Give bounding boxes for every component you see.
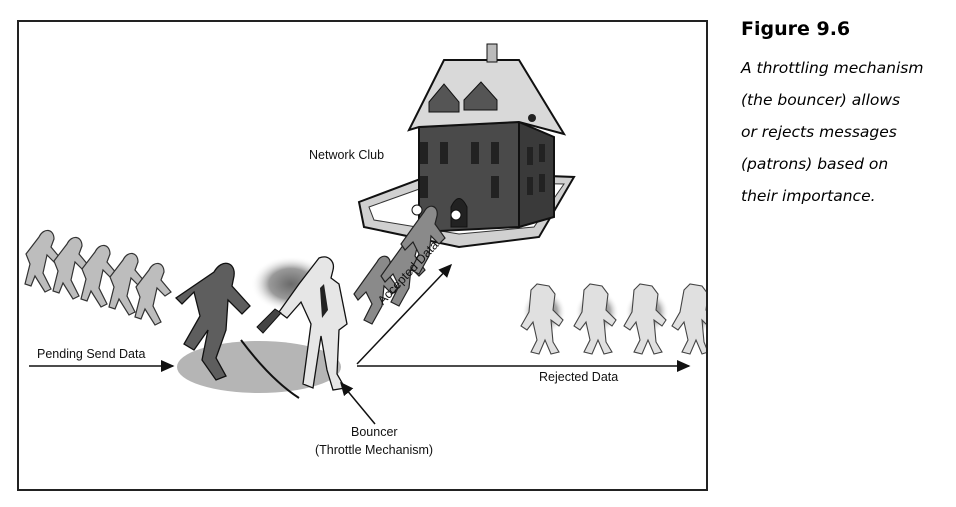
diagram-canvas [24, 43, 706, 425]
bouncer-scene [174, 256, 348, 399]
pending-data-figures [24, 229, 172, 326]
figure-title: Figure 9.6 [741, 18, 851, 40]
rejected-data-figures [520, 283, 706, 355]
caption-line: or rejects messages [741, 123, 897, 141]
caption-line: (the bouncer) allows [741, 91, 901, 109]
figure-description: A throttling mechanism (the bouncer) all… [741, 52, 951, 212]
rejected-data-label: Rejected Data [539, 370, 619, 384]
diagram-frame: Network Club Pending Send Data Accepted … [17, 20, 708, 491]
bouncer-pointer-arrow [340, 381, 376, 425]
accepted-data-arrow [356, 263, 453, 365]
caption-line: (patrons) based on [741, 155, 889, 173]
caption-line: A throttling mechanism [741, 59, 924, 77]
bouncer-label: Bouncer [351, 425, 398, 439]
network-club-building [357, 43, 576, 249]
pending-send-data-label: Pending Send Data [37, 347, 146, 361]
caption-line: their importance. [741, 187, 876, 205]
accepted-data-figures [353, 205, 446, 325]
throttle-mechanism-label: (Throttle Mechanism) [315, 443, 434, 457]
figure-caption: Figure 9.6 A throttling mechanism (the b… [741, 18, 951, 212]
network-club-label: Network Club [309, 148, 385, 162]
